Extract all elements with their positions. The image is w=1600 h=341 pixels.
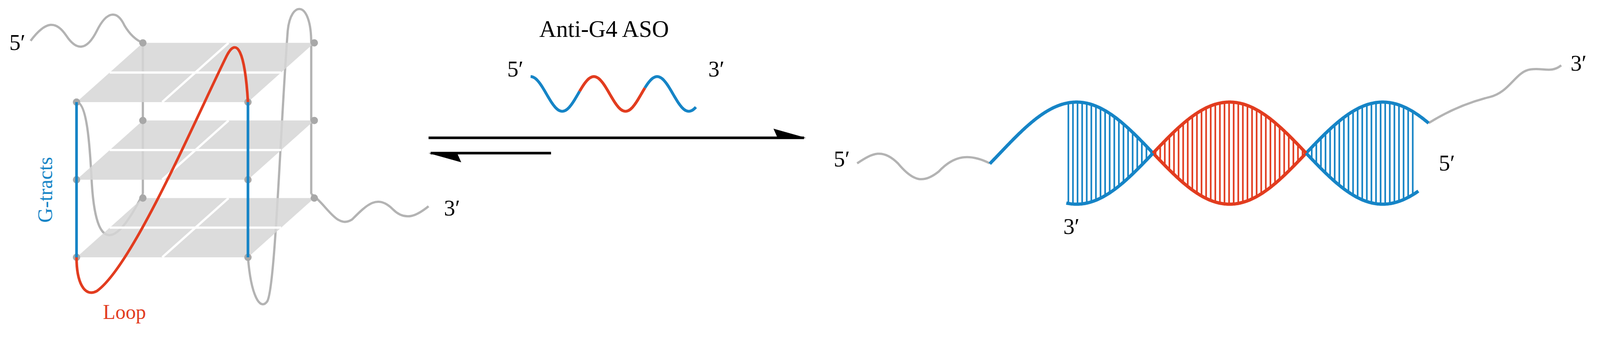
loop: [76, 47, 248, 293]
strand-end-label: 5′: [507, 57, 524, 81]
g-quadruplex: [30, 8, 429, 304]
guanine-dot: [139, 39, 147, 47]
aso-strand: [1153, 102, 1306, 153]
strand-end-label: 3′: [708, 57, 725, 81]
g-quartet: [76, 42, 315, 103]
guanine-dot: [310, 116, 318, 125]
strand-end-label: 3′: [1570, 52, 1587, 75]
strand-end-label: 5′: [9, 31, 26, 54]
g-quartet: [76, 120, 315, 180]
aso-segment: [579, 76, 645, 112]
guanine-dot: [310, 39, 318, 47]
strand-end-label: 3′: [444, 196, 461, 220]
strand: [30, 14, 143, 47]
strand: [311, 193, 429, 222]
target-strand: [1153, 152, 1306, 204]
guanine-dot: [139, 116, 147, 125]
equilibrium-arrows: [428, 128, 807, 163]
aso-strand: [1305, 152, 1419, 204]
guanine-dot: [139, 194, 147, 202]
aso-strand: [1066, 152, 1154, 204]
strand-end-label: 5′: [833, 147, 851, 171]
part-label: Loop: [102, 302, 147, 323]
part-label: G-tracts: [35, 156, 56, 223]
aso-segment: [644, 76, 696, 112]
strand-end-label: 3′: [1063, 215, 1080, 238]
aso-segment: [530, 76, 580, 112]
g-tract: [246, 102, 250, 258]
reagent-label: Anti-G4 ASO: [539, 16, 669, 41]
duplex: [857, 65, 1562, 205]
target-strand: [1305, 102, 1429, 153]
strand: [1428, 65, 1562, 123]
aso-strand: [530, 76, 696, 112]
g-tract: [75, 102, 78, 258]
target-strand: [989, 102, 1154, 164]
g-quartet: [76, 197, 315, 258]
strand-end-label: 5′: [1439, 151, 1456, 175]
strand: [857, 153, 990, 180]
guanine-dot: [310, 194, 318, 202]
